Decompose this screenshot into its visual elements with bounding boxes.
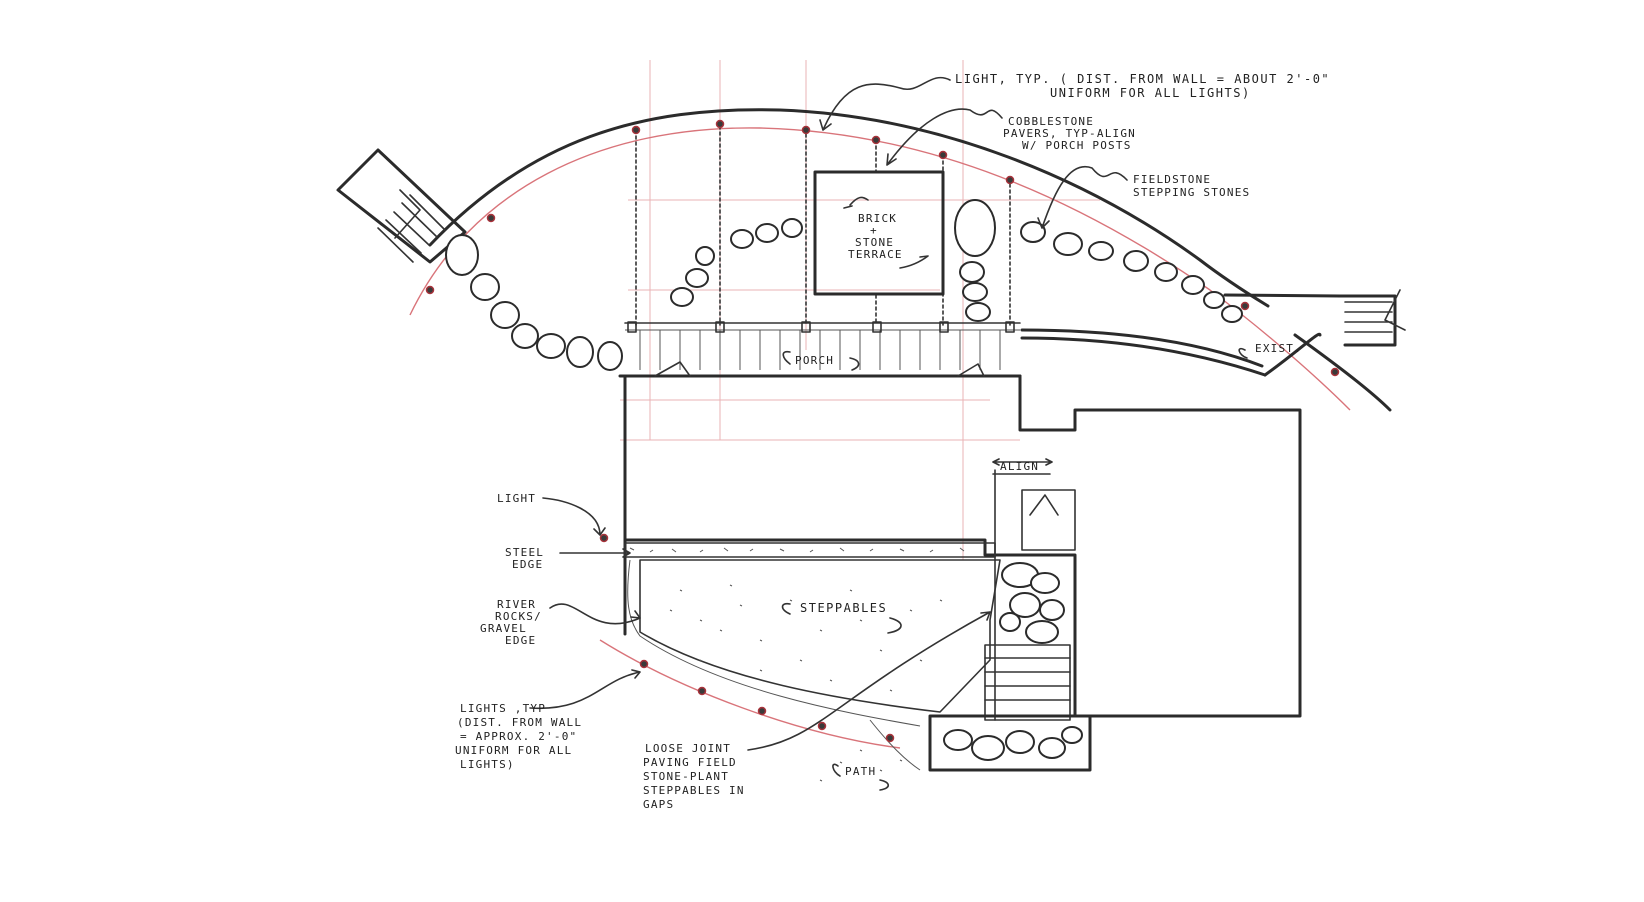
note-cobblestone-1: COBBLESTONE bbox=[1008, 115, 1094, 128]
path-stones bbox=[819, 714, 1092, 782]
note-river-3: GRAVEL bbox=[480, 622, 527, 635]
note-river-1: RIVER bbox=[497, 598, 536, 611]
note-porch: PORCH bbox=[795, 354, 834, 367]
walkway-inner-edge-2 bbox=[1020, 328, 1264, 368]
left-stair bbox=[336, 148, 467, 264]
note-terrace-2: + bbox=[870, 224, 878, 237]
note-light: LIGHT bbox=[497, 492, 536, 505]
note-loose-4: STEPPABLES IN bbox=[643, 784, 745, 797]
note-steel-1: STEEL bbox=[505, 546, 544, 559]
walkway-inner-edge bbox=[1020, 336, 1267, 377]
note-light-typ-1: LIGHT, TYP. ( DIST. FROM WALL = ABOUT 2'… bbox=[955, 72, 1330, 86]
note-terrace-1: BRICK bbox=[858, 212, 897, 225]
note-lights-2: (DIST. FROM WALL bbox=[457, 716, 582, 729]
loose-joint-stones bbox=[984, 562, 1071, 721]
fieldstone-stepping-stones-left bbox=[445, 234, 623, 371]
note-steppables: STEPPABLES bbox=[800, 601, 887, 615]
note-align: ALIGN bbox=[1000, 460, 1039, 473]
note-lights-3: = APPROX. 2'-0" bbox=[460, 730, 577, 743]
note-loose-3: STONE-PLANT bbox=[643, 770, 729, 783]
note-river-2: ROCKS/ bbox=[495, 610, 542, 623]
light-fixtures bbox=[425, 119, 1340, 743]
note-river-4: EDGE bbox=[505, 634, 536, 647]
note-loose-1: LOOSE JOINT bbox=[645, 742, 731, 755]
exist-path-edge bbox=[1223, 293, 1392, 412]
note-cobblestone-3: W/ PORCH POSTS bbox=[1022, 139, 1132, 152]
note-path: PATH bbox=[845, 765, 876, 778]
note-light-typ-2: UNIFORM FOR ALL LIGHTS) bbox=[1050, 86, 1251, 100]
note-loose-2: PAVING FIELD bbox=[643, 756, 737, 769]
note-steel-2: EDGE bbox=[512, 558, 543, 571]
note-lights-4: UNIFORM FOR ALL bbox=[455, 744, 572, 757]
note-terrace-3: STONE bbox=[855, 236, 894, 249]
note-lights-1: LIGHTS ,TYP bbox=[460, 702, 546, 715]
lower-light-offset-line bbox=[599, 639, 901, 749]
note-lights-5: LIGHTS) bbox=[460, 758, 515, 771]
note-exist: EXIST. bbox=[1255, 342, 1302, 355]
fieldstone-stepping-stones-porch bbox=[670, 199, 996, 322]
entry-stair bbox=[992, 469, 1076, 721]
steppables-bed bbox=[627, 559, 1001, 727]
note-fieldstone-2: STEPPING STONES bbox=[1133, 186, 1250, 199]
note-fieldstone-1: FIELDSTONE bbox=[1133, 173, 1211, 186]
steel-edge bbox=[624, 542, 996, 558]
label-arrows bbox=[781, 196, 1248, 791]
walkway-outer-edge bbox=[428, 108, 1270, 308]
right-stair bbox=[1338, 289, 1406, 347]
leader-lines bbox=[529, 76, 1128, 751]
note-loose-5: GAPS bbox=[643, 798, 674, 811]
fieldstone-stepping-stones-right bbox=[1020, 221, 1243, 323]
upper-light-offset-line bbox=[409, 127, 1351, 411]
note-terrace-4: TERRACE bbox=[848, 248, 903, 261]
brick-stone-terrace bbox=[813, 170, 945, 296]
note-cobblestone-2: PAVERS, TYP-ALIGN bbox=[1003, 127, 1136, 140]
porch bbox=[618, 321, 1022, 378]
